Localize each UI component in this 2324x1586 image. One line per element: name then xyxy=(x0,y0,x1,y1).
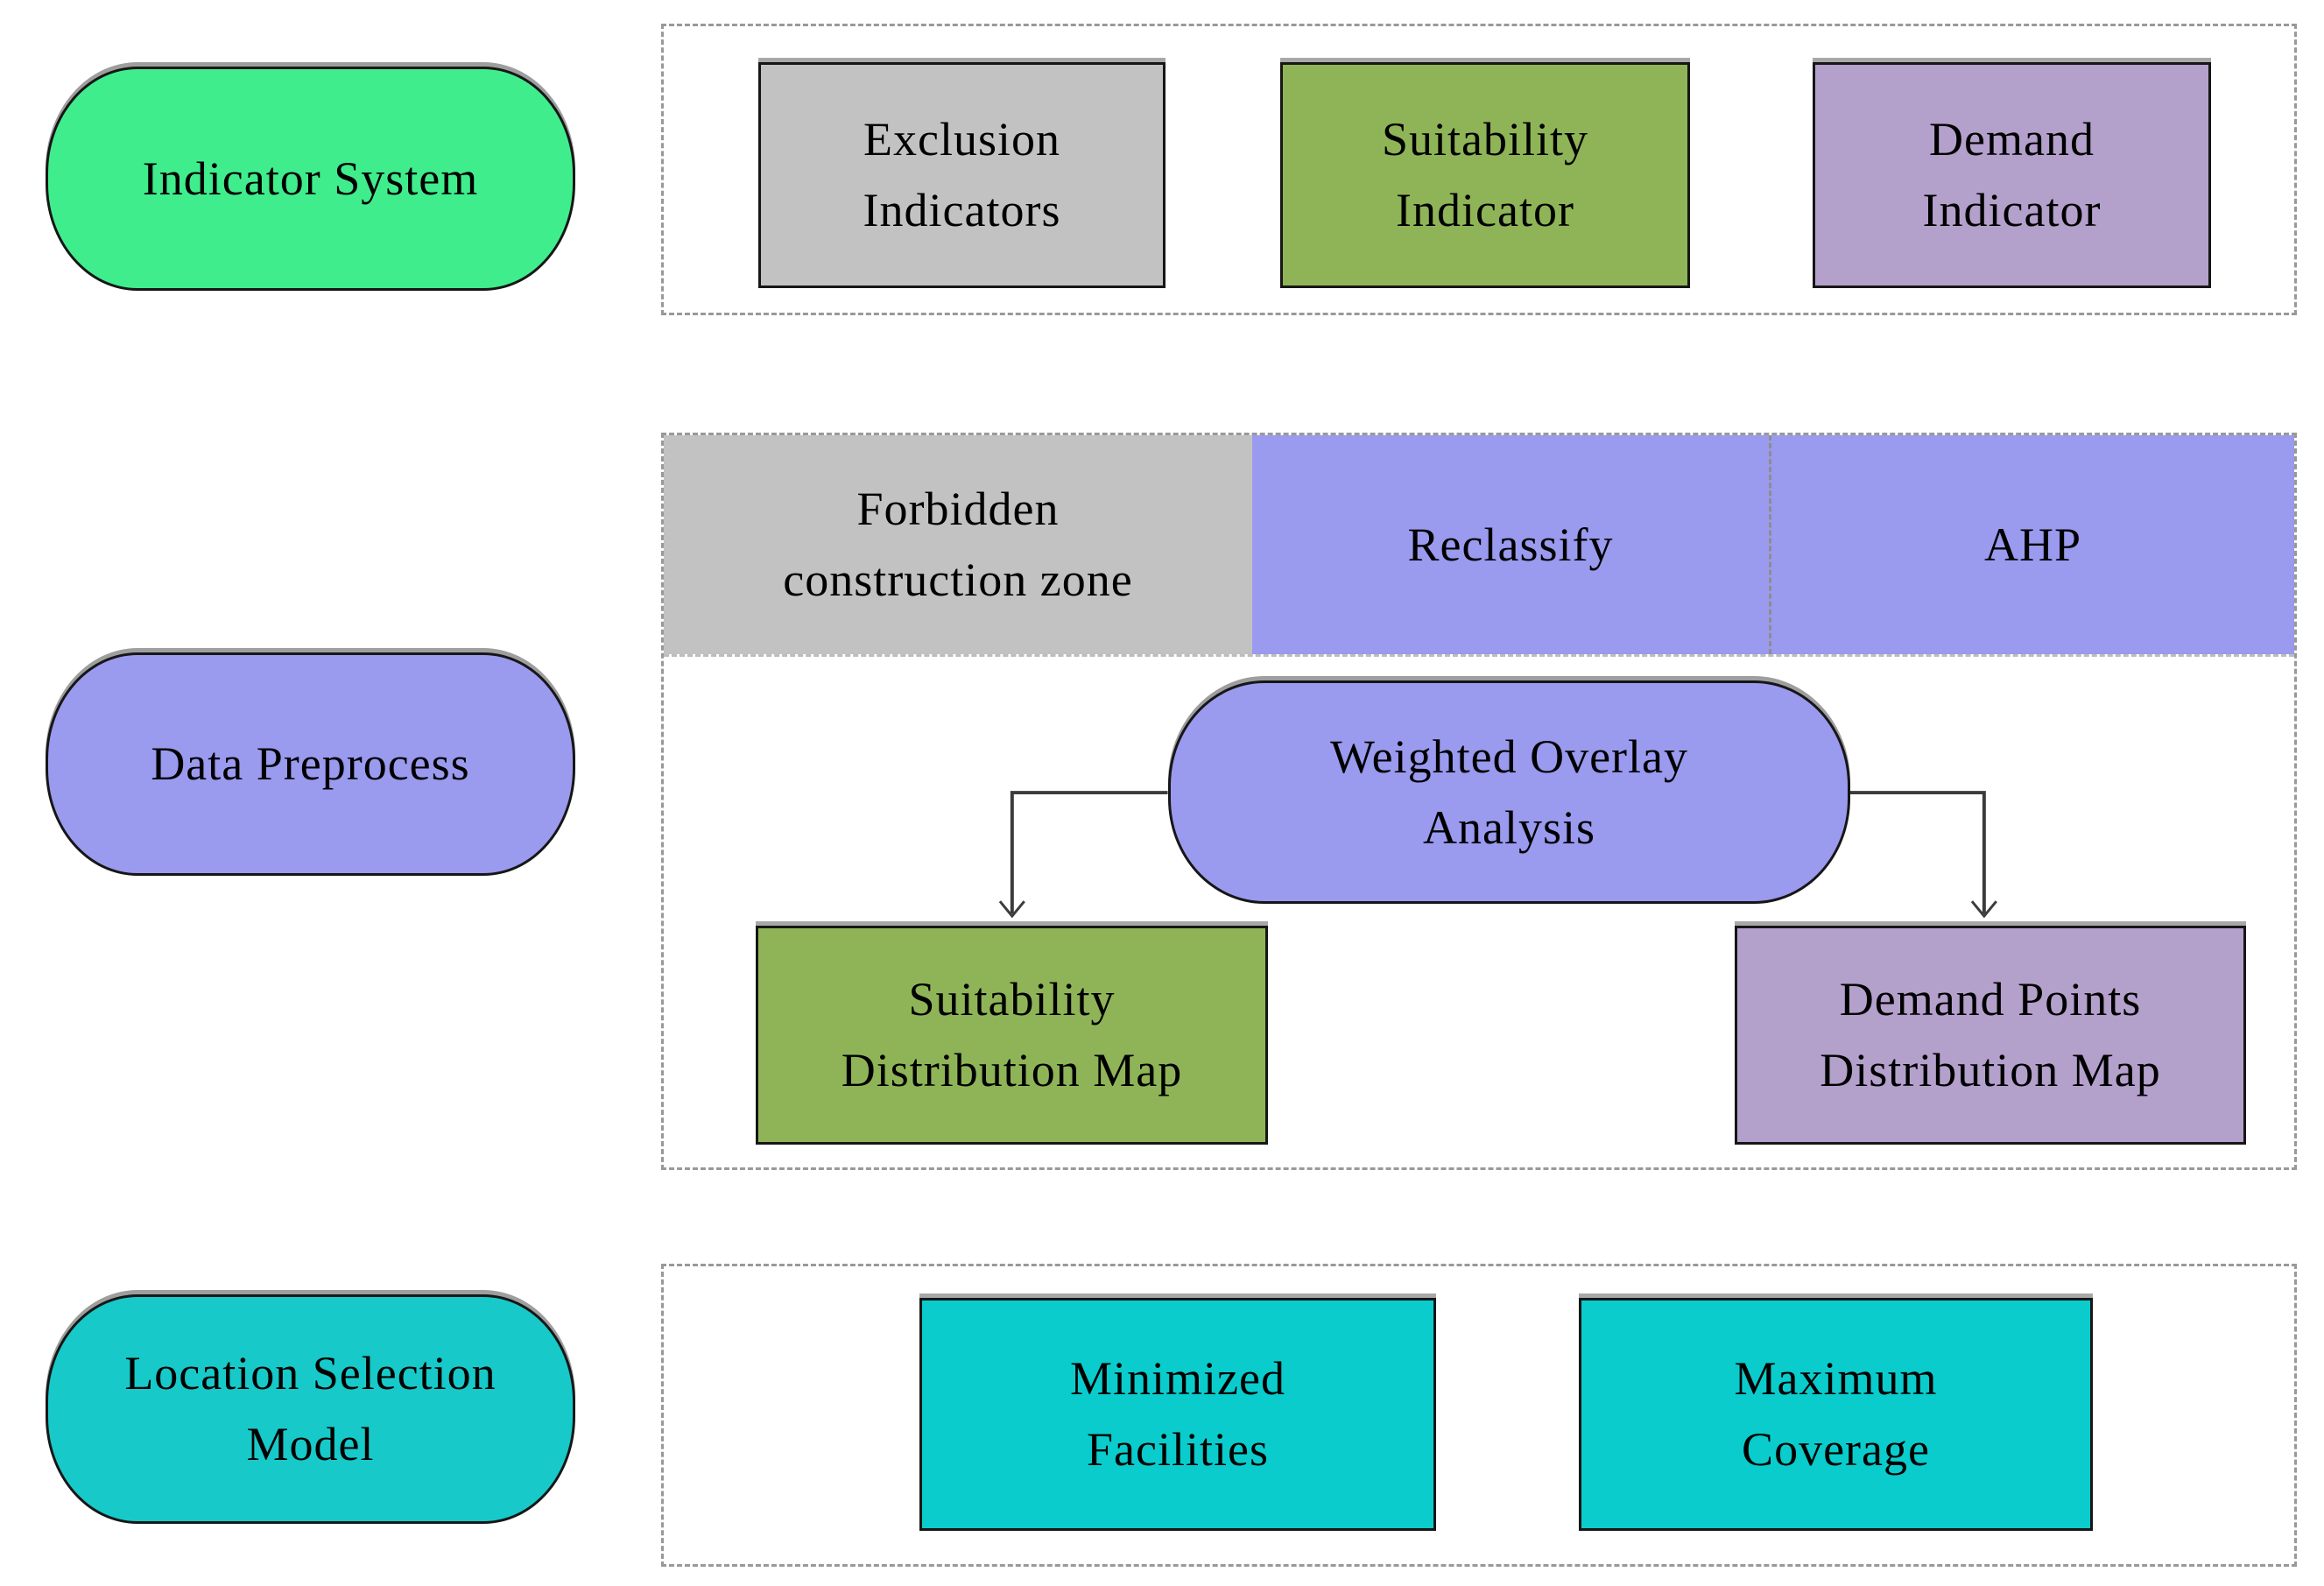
preprocess-header-strip: Forbidden construction zone Reclassify A… xyxy=(664,435,2294,657)
indicator-system-label: Indicator System xyxy=(142,152,479,205)
weighted-overlay-node: Weighted Overlay Analysis xyxy=(1168,680,1850,904)
exclusion-indicators-box: Exclusion Indicators xyxy=(758,62,1166,288)
minimized-facilities-label: Minimized Facilities xyxy=(1070,1352,1285,1476)
location-model-group: Minimized Facilities Maximum Coverage xyxy=(661,1264,2297,1567)
data-preprocess-label: Data Preprocess xyxy=(151,737,470,790)
maximum-coverage-box: Maximum Coverage xyxy=(1579,1298,2093,1531)
arrow-to-demand-map xyxy=(1845,791,1986,914)
indicator-system-node: Indicator System xyxy=(46,67,575,291)
demand-indicator-box: Demand Indicator xyxy=(1813,62,2211,288)
suitability-map-label: Suitability Distribution Map xyxy=(841,973,1183,1096)
arrow-to-suitability-map xyxy=(1010,791,1168,914)
indicator-system-group: Exclusion Indicators Suitability Indicat… xyxy=(661,24,2297,315)
data-preprocess-group: Forbidden construction zone Reclassify A… xyxy=(661,433,2297,1170)
suitability-map-box: Suitability Distribution Map xyxy=(756,926,1268,1145)
data-preprocess-node: Data Preprocess xyxy=(46,652,575,876)
minimized-facilities-box: Minimized Facilities xyxy=(919,1298,1436,1531)
suitability-indicator-label: Suitability Indicator xyxy=(1381,113,1589,236)
demand-map-box: Demand Points Distribution Map xyxy=(1735,926,2246,1145)
location-model-node: Location Selection Model xyxy=(46,1294,575,1524)
location-model-label: Location Selection Model xyxy=(124,1347,496,1470)
suitability-indicator-box: Suitability Indicator xyxy=(1280,62,1690,288)
forbidden-zone-label: Forbidden construction zone xyxy=(783,483,1133,606)
connector-arrows xyxy=(998,791,1997,919)
forbidden-zone-cell: Forbidden construction zone xyxy=(664,435,1252,654)
reclassify-label: Reclassify xyxy=(1407,518,1614,571)
weighted-overlay-label: Weighted Overlay Analysis xyxy=(1329,730,1688,854)
arrowhead-right-icon xyxy=(1970,900,1997,919)
reclassify-cell: Reclassify xyxy=(1252,435,1769,654)
ahp-cell: AHP xyxy=(1769,435,2294,654)
ahp-label: AHP xyxy=(1983,518,2082,571)
maximum-coverage-label: Maximum Coverage xyxy=(1734,1352,1938,1476)
demand-indicator-label: Demand Indicator xyxy=(1922,113,2102,236)
arrowhead-left-icon xyxy=(998,900,1025,919)
demand-map-label: Demand Points Distribution Map xyxy=(1820,973,2161,1096)
exclusion-indicators-label: Exclusion Indicators xyxy=(863,113,1061,236)
